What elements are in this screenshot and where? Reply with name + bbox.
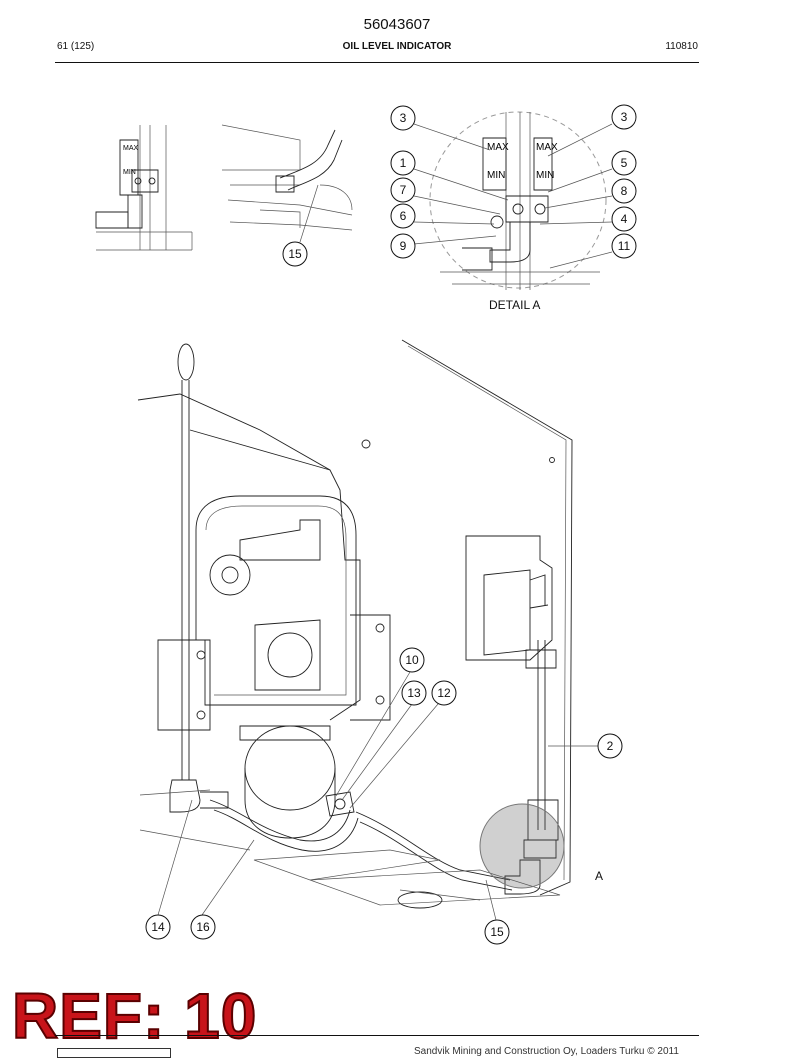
svg-text:16: 16 [196, 920, 210, 934]
callout-detail-7: 7 [390, 177, 416, 203]
detail-a-highlight [479, 803, 565, 889]
svg-text:8: 8 [621, 184, 628, 198]
footer-copyright: Sandvik Mining and Construction Oy, Load… [414, 1046, 679, 1057]
scale-min-label-left: MIN [487, 170, 505, 181]
callout-main-12: 12 [431, 680, 457, 706]
callout-detail-4: 4 [611, 206, 637, 232]
callout-main-2: 2 [597, 733, 623, 759]
callout-detail-9: 9 [390, 233, 416, 259]
page-title: OIL LEVEL INDICATOR [342, 41, 452, 52]
scale-max-label-left: MAX [487, 142, 509, 153]
svg-text:5: 5 [621, 156, 628, 170]
svg-text:2: 2 [607, 739, 614, 753]
thumbnail-indicator-view [95, 125, 193, 251]
thumbnail-hose-view [221, 124, 353, 231]
thumbnail-callouts: 15 [282, 241, 308, 267]
svg-text:3: 3 [400, 111, 407, 125]
callout-detail-8: 8 [611, 178, 637, 204]
callout-detail-3-left: 3 [390, 105, 416, 131]
callout-main-14: 14 [145, 914, 171, 940]
callout-main-16: 16 [190, 914, 216, 940]
svg-text:6: 6 [400, 209, 407, 223]
document-number: 56043607 [363, 16, 431, 33]
callout-main-13: 13 [401, 680, 427, 706]
scale-max-label-right: MAX [536, 142, 558, 153]
svg-text:12: 12 [437, 686, 451, 700]
footer-rule [55, 1035, 699, 1036]
svg-text:1: 1 [400, 156, 407, 170]
detail-callouts: 3 3 1 5 7 8 6 4 9 11 [390, 104, 637, 259]
scale-min-label-right: MIN [536, 170, 554, 181]
callout-detail-5: 5 [611, 150, 637, 176]
callout-detail-11: 11 [611, 233, 637, 259]
svg-text:14: 14 [151, 920, 165, 934]
header-rule [55, 62, 699, 63]
svg-text:4: 4 [621, 212, 628, 226]
ref-stamp: REF: 10 [11, 980, 258, 1052]
svg-text:11: 11 [618, 239, 631, 253]
callout-detail-1: 1 [390, 150, 416, 176]
main-callouts: 10 13 12 2 14 16 15 [145, 647, 623, 945]
detail-leaders [299, 123, 613, 269]
detail-a-marker: A [595, 869, 604, 883]
svg-text:3: 3 [621, 110, 628, 124]
svg-text:10: 10 [405, 653, 419, 667]
thumb-scale-max-label: MAX [123, 145, 139, 152]
callout-main-15: 15 [484, 919, 510, 945]
svg-text:7: 7 [400, 183, 407, 197]
svg-text:15: 15 [490, 925, 504, 939]
sandvik-logo [57, 1048, 171, 1058]
svg-text:9: 9 [400, 239, 407, 253]
detail-a-view [429, 111, 607, 290]
callout-thumb-15: 15 [282, 241, 308, 267]
main-assembly-view [137, 339, 573, 909]
detail-a-caption: DETAIL A [489, 298, 541, 312]
main-leaders [157, 671, 598, 921]
date-code: 110810 [665, 41, 698, 52]
thumb-scale-min-label: MIN [123, 169, 136, 176]
callout-detail-6: 6 [390, 203, 416, 229]
page-reference: 61 (125) [57, 41, 95, 52]
svg-text:13: 13 [407, 686, 421, 700]
callout-main-10: 10 [399, 647, 425, 673]
callout-detail-3-right: 3 [611, 104, 637, 130]
svg-text:15: 15 [288, 247, 302, 261]
